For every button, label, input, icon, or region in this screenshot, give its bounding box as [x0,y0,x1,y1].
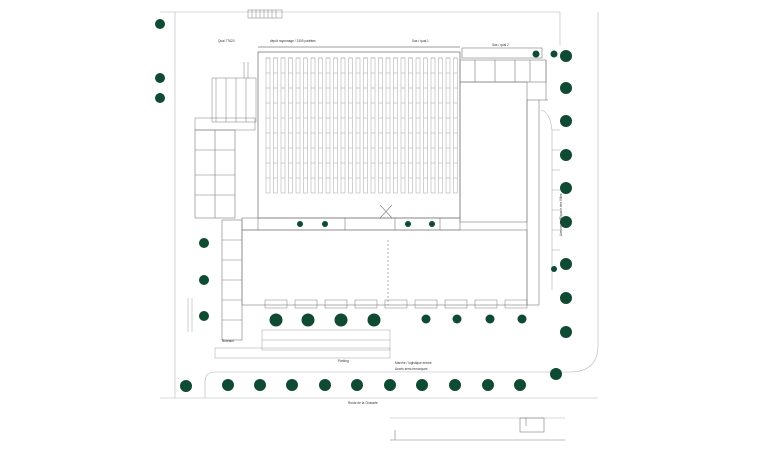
front-docks [264,299,528,309]
loading-bay [354,299,378,309]
loading-bay [414,299,438,309]
tree-icon [351,379,363,391]
tree-icon [550,368,562,380]
tree-icon [560,82,572,94]
tree-icon [560,149,572,161]
tree-icon [334,313,348,327]
tree-icon [155,19,165,29]
tree-icon [199,275,209,285]
loading-bay [324,299,348,309]
loading-bay [264,299,288,309]
loading-bay [384,299,408,309]
trees [155,19,572,392]
front-parking [187,298,391,359]
tree-icon [560,50,572,62]
tree-icon [452,314,462,324]
tree-icon [297,221,303,227]
storage-racks [265,57,458,194]
tree-icon [286,379,298,391]
tree-icon [485,314,495,324]
tree-icon [301,313,315,327]
tree-icon [421,314,431,324]
loading-bay [474,299,498,309]
tree-icon [532,50,540,58]
loading-bay [444,299,468,309]
loading-bay [504,299,528,309]
label-left-office: Bureaux [222,339,234,343]
tree-icon [449,379,461,391]
tree-icon [155,73,165,83]
tree-icon [514,379,526,391]
bottom-right-building [390,417,565,441]
tree-icon [199,311,209,321]
tree-icon [482,379,494,391]
tree-icon [384,379,396,391]
tree-icon [254,379,266,391]
tree-icon [560,258,572,270]
label-bottom-street: Route de la Chassée [348,401,378,405]
tree-icon [550,50,558,58]
label-right-street: Avenue de l'Espace des Villes [559,193,563,237]
label-bottom-center-note: Marche / logistique entrée [395,361,432,365]
label-bottom-mid: Parking [338,359,349,363]
tree-icon [429,221,435,227]
roof-vent-block [247,9,283,19]
tree-icon [155,93,165,103]
label-top-left-area: Quai 77620 [218,39,235,43]
label-warehouse-top: dépôt rayonnage / 3150 palettes [270,39,316,43]
tree-icon [560,115,572,127]
tree-icon [560,292,572,304]
loading-docks [194,62,257,131]
loading-bay [294,299,318,309]
tree-icon [322,221,328,227]
tree-icon [199,238,209,248]
tree-icon [269,313,283,327]
tree-icon [551,266,557,272]
tree-icon [560,326,572,338]
tree-icon [222,379,234,391]
tree-icon [319,379,331,391]
tree-icon [560,216,572,228]
tree-icon [560,182,572,194]
tree-icon [517,314,527,324]
tree-icon [405,221,411,227]
label-bottom-right-note: Accès semi-remorques [395,367,428,371]
tree-icon [180,380,192,392]
side-parking [540,109,560,290]
label-top-right-b: Sas / quai 2 [492,43,509,47]
tree-icon [367,313,381,327]
right-block [459,47,548,306]
label-top-right-a: Sas / quai 1 [412,39,429,43]
tree-icon [416,379,428,391]
